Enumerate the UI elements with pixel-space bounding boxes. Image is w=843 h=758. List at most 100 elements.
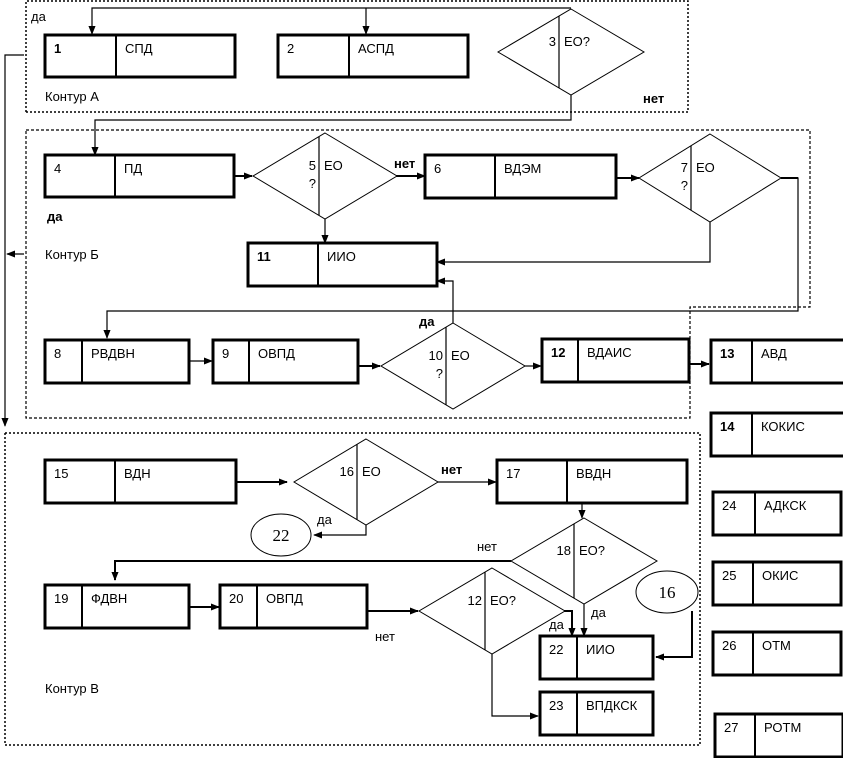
block-frame <box>709 338 843 385</box>
block-name: ВВДН <box>576 466 611 481</box>
decision-3: 3 ЕО? <box>497 8 645 96</box>
block-name: ВДН <box>124 466 151 481</box>
edge-12b-to-23 <box>491 654 539 720</box>
block-number: 1 <box>54 41 61 56</box>
connector-ellipse <box>635 570 699 614</box>
decision-number: 12 <box>468 593 482 608</box>
block-frame <box>43 458 238 505</box>
edge-3-to-1 <box>88 7 571 35</box>
block-frame <box>246 241 439 288</box>
block-name: СПД <box>125 41 153 56</box>
process-block-15: 15 ВДН <box>43 458 238 505</box>
block-number: 15 <box>54 466 68 481</box>
contour-a-label: Контур А <box>45 89 99 104</box>
block-name: РОТМ <box>764 720 801 735</box>
block-name: ОВПД <box>266 591 303 606</box>
block-name: ВДЭМ <box>504 161 541 176</box>
connector-ellipse <box>250 513 312 557</box>
block-frame <box>276 33 470 79</box>
block-name: КОКИС <box>761 419 805 434</box>
edge-label-yes-12b: да <box>549 617 565 632</box>
edge-label-yes-10: да <box>419 314 435 329</box>
block-number: 6 <box>434 161 441 176</box>
block-frame <box>43 33 237 79</box>
decision-diamond <box>638 133 782 223</box>
block-name: ПД <box>124 161 142 176</box>
edge-label-yes-5: да <box>47 209 63 224</box>
block-number: 20 <box>229 591 243 606</box>
block-number: 27 <box>724 720 738 735</box>
decision-question: ЕО <box>451 348 470 363</box>
block-number: 23 <box>549 698 563 713</box>
block-frame <box>495 458 689 505</box>
block-number: 17 <box>506 466 520 481</box>
decision-number: 3 <box>549 34 556 49</box>
edge-12b-to-22 <box>564 610 576 637</box>
block-frame <box>538 690 655 737</box>
edge-label-yes-16: да <box>317 512 333 527</box>
block-name: АДКСК <box>764 498 807 513</box>
block-number: 19 <box>54 591 68 606</box>
decision-diamond <box>497 8 645 96</box>
edge-label-yes-18: да <box>591 605 607 620</box>
decision-question: ЕО <box>362 464 381 479</box>
decision-number: 7 <box>681 160 688 175</box>
block-frame <box>211 338 360 385</box>
edge-7-to-11 <box>436 222 711 266</box>
decision-number: 16 <box>340 464 354 479</box>
block-number: 22 <box>549 642 563 657</box>
decision-question: ЕО? <box>564 34 590 49</box>
block-name: РВДВН <box>91 346 135 361</box>
block-number: 14 <box>720 419 735 434</box>
decision-diamond <box>510 517 658 605</box>
block-name: ФДВН <box>91 591 127 606</box>
contour-b-label: Контур Б <box>45 247 99 262</box>
edge-label-no-18: нет <box>477 539 497 554</box>
edge-label-no-3: нет <box>643 91 664 106</box>
contour-v-frame <box>4 432 701 746</box>
edge-left-loop <box>1 54 24 427</box>
process-block-27: 27 РОТМ <box>713 712 843 758</box>
decision-question: ЕО <box>696 160 715 175</box>
block-name: АСПД <box>358 41 394 56</box>
edge-c16-to-22 <box>655 611 693 661</box>
block-frame <box>43 338 191 385</box>
block-frame <box>43 153 236 199</box>
block-name: ВДАИС <box>587 345 632 360</box>
edge-label-no-20: нет <box>375 629 395 644</box>
decision-question: ЕО? <box>579 543 605 558</box>
connector-ref: 22 <box>273 526 290 545</box>
connector-22: 22 <box>250 513 312 557</box>
edge-16-to-c22 <box>313 525 367 539</box>
block-frame <box>713 712 843 758</box>
block-frame <box>538 634 655 681</box>
edge-10-to-11 <box>436 277 454 323</box>
block-number: 11 <box>257 249 271 264</box>
block-name: ОТМ <box>762 638 791 653</box>
decision-diamond <box>252 132 398 220</box>
edge-label-no-5: нет <box>394 156 415 171</box>
process-block-14: 14 КОКИС <box>709 411 843 458</box>
block-frame <box>709 411 843 458</box>
block-number: 24 <box>722 498 736 513</box>
block-number: 9 <box>222 346 229 361</box>
block-frame <box>43 583 191 630</box>
block-number: 8 <box>54 346 61 361</box>
block-number: 4 <box>54 161 61 176</box>
decision-diamond <box>380 322 526 410</box>
process-block-1: 1 СПД <box>43 33 237 79</box>
block-frame <box>711 560 843 607</box>
